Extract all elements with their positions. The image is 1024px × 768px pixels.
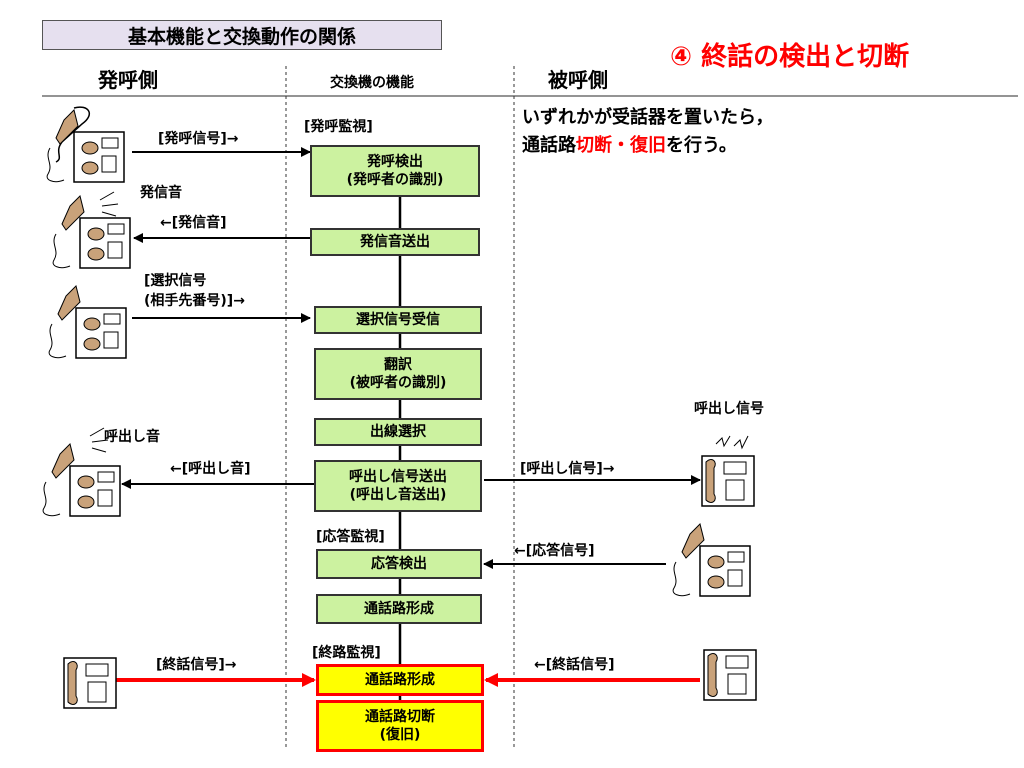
phone-offhook-icon xyxy=(52,195,131,269)
label-end-signal-left: [終話信号]→ xyxy=(156,657,237,673)
box-route-select: 出線選択 xyxy=(314,418,482,446)
label-ring-tone-title: 呼出し音 xyxy=(104,429,160,445)
phone-offhook-icon xyxy=(48,285,127,359)
label-select-signal-1: [選択信号 xyxy=(144,273,207,289)
lane-calling: 発呼側 xyxy=(98,68,158,92)
description: いずれかが受話器を置いたら， 通話路切断・復旧を行う。 xyxy=(522,104,773,160)
description-line-1: いずれかが受話器を置いたら， xyxy=(522,107,774,128)
lane-called: 被呼側 xyxy=(548,68,608,92)
label-select-signal-2: (相手先番号)]→ xyxy=(144,293,245,309)
phone-onhook-icon xyxy=(703,649,757,701)
box-select-receive: 選択信号受信 xyxy=(314,306,482,334)
ringing-icon xyxy=(715,435,749,450)
lane-exchange: 交換機の機能 xyxy=(330,75,414,91)
label-ring-tone: ←[呼出し音] xyxy=(170,461,251,477)
phone-offhook-icon xyxy=(672,523,751,597)
label-dial-tone-title: 発信音 xyxy=(140,185,182,201)
box-path-cut: 通話路切断 (復旧) xyxy=(316,700,484,752)
label-end-signal-right: ←[終話信号] xyxy=(534,657,615,673)
label-ring-signal: [呼出し信号]→ xyxy=(520,461,615,477)
box-dial-tone-send: 発信音送出 xyxy=(310,228,480,256)
label-end-monitor: [終路監視] xyxy=(312,645,381,661)
box-translate: 翻訳 (被呼者の識別) xyxy=(314,348,482,400)
description-suffix: を行う。 xyxy=(666,135,737,156)
box-path-form: 通話路形成 xyxy=(316,594,482,624)
label-call-signal: [発呼信号]→ xyxy=(158,131,239,147)
step-title: ④ 終話の検出と切断 xyxy=(670,42,910,72)
label-ring-signal-title: 呼出し信号 xyxy=(694,401,764,417)
box-ring-send: 呼出し信号送出 (呼出し音送出) xyxy=(314,460,482,512)
label-call-monitor: [発呼監視] xyxy=(304,119,373,135)
phone-offhook-icon xyxy=(46,106,125,183)
sound-waves-2 xyxy=(89,427,109,453)
box-path-form-highlight: 通話路形成 xyxy=(316,664,484,696)
description-prefix: 通話路 xyxy=(522,135,576,156)
sound-waves-1 xyxy=(99,191,119,217)
phone-onhook-icon xyxy=(63,657,117,709)
label-dial-tone: ←[発信音] xyxy=(160,215,227,231)
label-answer-signal: ←[応答信号] xyxy=(514,543,595,559)
box-call-detect: 発呼検出 (発呼者の識別) xyxy=(310,145,480,197)
phone-ringing-icon xyxy=(701,455,755,507)
box-answer-detect: 応答検出 xyxy=(316,549,482,579)
diagram-title: 基本機能と交換動作の関係 xyxy=(42,20,442,50)
label-answer-monitor: [応答監視] xyxy=(316,529,385,545)
description-highlight: 切断・復旧 xyxy=(576,135,666,156)
phone-offhook-icon xyxy=(42,443,121,517)
description-line-2: 通話路切断・復旧を行う。 xyxy=(522,132,773,160)
